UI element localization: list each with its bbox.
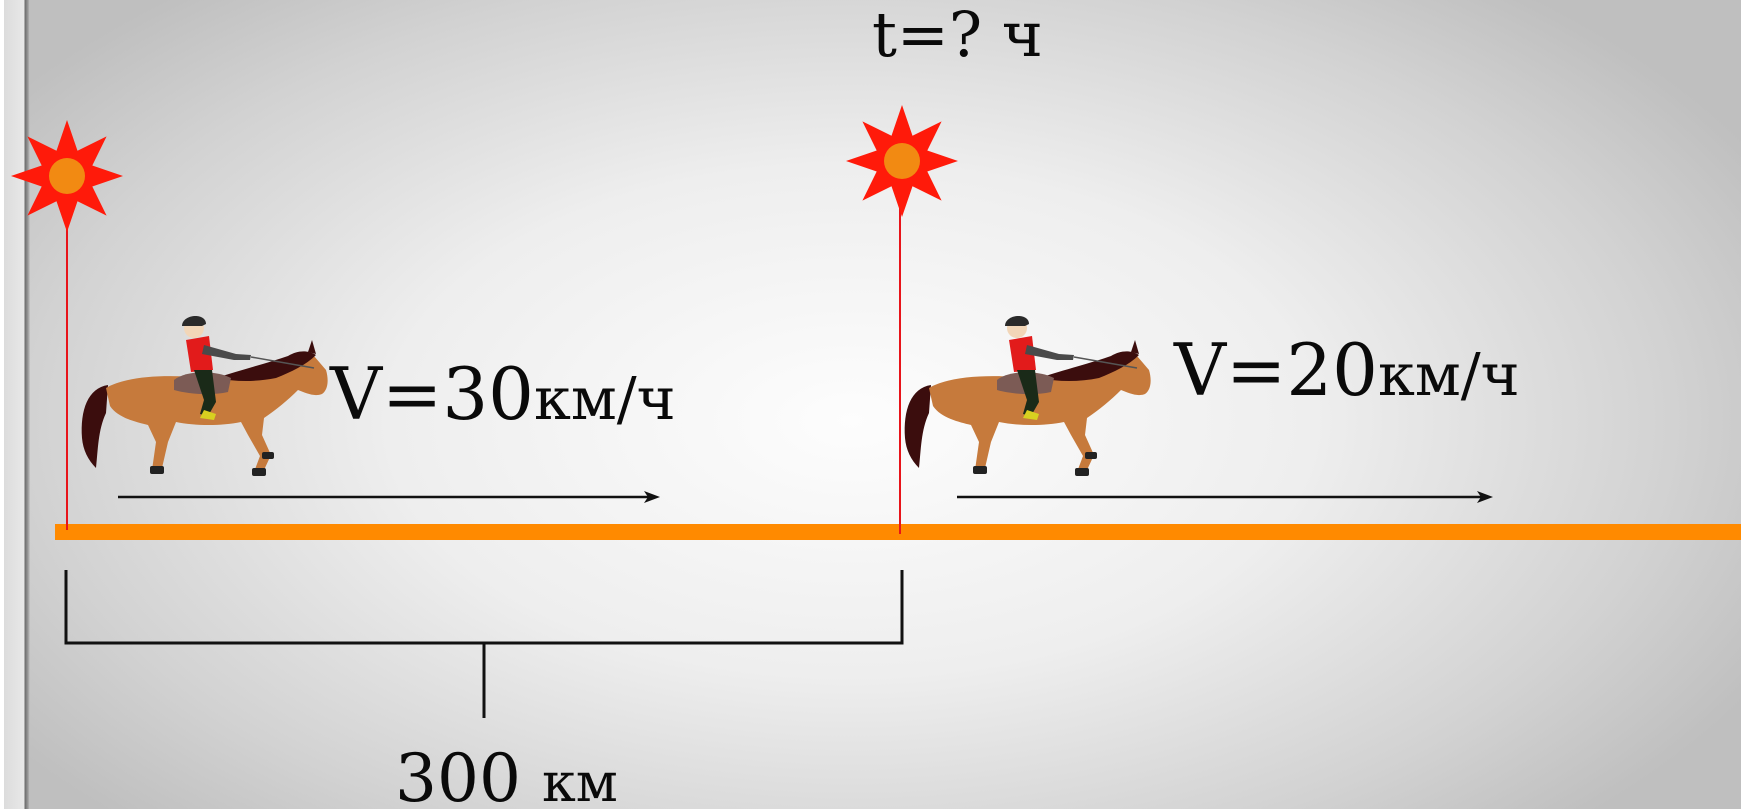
arrow-right-icon — [957, 491, 1493, 503]
rider2-speed-label: V=20км/ч — [1174, 334, 1520, 406]
arrow-right-icon — [118, 491, 660, 503]
distance-label: 300 км — [395, 746, 618, 809]
rider1-speed-label: V=30км/ч — [330, 358, 676, 430]
distance-value: 300 — [395, 740, 521, 809]
distance-unit: км — [541, 751, 618, 809]
road-line — [55, 524, 1741, 540]
rider1-speed-value: V=30 — [330, 352, 534, 436]
time-question-label: t=? ч — [872, 0, 1043, 71]
rider2-speed-unit: км/ч — [1377, 340, 1520, 409]
star-burst-icon — [846, 105, 958, 217]
horse-rider-icon — [903, 315, 1152, 477]
slide-left-border — [0, 0, 30, 809]
star-burst-icon — [11, 120, 123, 232]
rider1-speed-unit: км/ч — [533, 364, 676, 433]
rider2-speed-value: V=20 — [1174, 328, 1378, 412]
horse-rider-icon — [80, 315, 329, 477]
distance-bracket — [64, 570, 904, 718]
